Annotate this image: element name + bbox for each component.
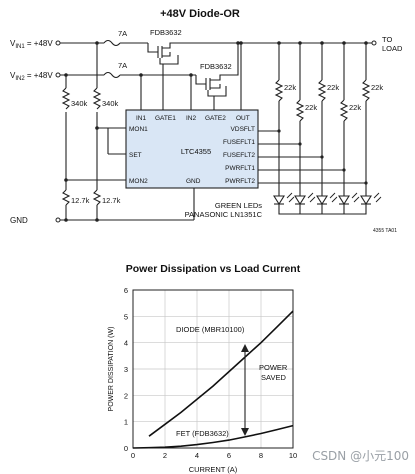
y-tick-label: 4 — [124, 339, 128, 348]
watermark: CSDN @小元100 — [312, 449, 409, 463]
chart-series — [132, 310, 294, 449]
annotation-saved: SAVED — [261, 373, 286, 382]
chart-ticks: 0 2 4 6 8 10 0 1 2 3 4 5 6 — [124, 286, 297, 460]
y-tick-label: 3 — [124, 365, 128, 374]
fuse-1 — [103, 39, 121, 47]
power-saved-arrow — [241, 344, 249, 436]
pullup-network — [258, 41, 371, 184]
chip-pin-pwrflt1: PWRFLT1 — [225, 165, 255, 172]
ltc4355-chip — [125, 109, 259, 189]
y-tick-label: 5 — [124, 312, 128, 321]
chip-pin-fuseflt1: FUSEFLT1 — [223, 139, 255, 146]
fuse-1-label: 7A — [118, 29, 127, 38]
fet-2-label: FDB3632 — [200, 62, 232, 71]
annotation-power: POWER — [259, 363, 288, 372]
gnd-label: GND — [10, 216, 28, 225]
chip-pin-out: OUT — [236, 115, 250, 122]
resistor-127k-a — [61, 189, 71, 206]
chip-name: LTC4355 — [181, 147, 211, 156]
chart-title: Power Dissipation vs Load Current — [126, 263, 301, 275]
pullup-2-label: 22k — [305, 103, 317, 112]
fuse-2 — [103, 71, 121, 79]
resistor-340k-b — [92, 87, 102, 110]
power-dissipation-chart: Power Dissipation vs Load Current 0 2 4 6 8 1… — [108, 263, 301, 474]
x-tick-label: 4 — [195, 451, 199, 460]
chip-pin-pwrflt2: PWRFLT2 — [225, 178, 255, 185]
schematic-title: +48V Diode-OR — [160, 8, 240, 20]
vin2-label: VIN2 = +48V — [10, 71, 53, 82]
figure-code: 4355 TA01 — [373, 228, 397, 234]
mosfet-2 — [195, 74, 228, 97]
y-tick-label: 1 — [124, 418, 128, 427]
led-array — [273, 129, 382, 215]
resistor-340k-a — [61, 87, 71, 110]
y-tick-label: 0 — [124, 444, 128, 453]
pullup-1-label: 22k — [284, 83, 296, 92]
series-line-diode — [148, 310, 294, 437]
resistor-340k-b-label: 340k — [102, 99, 119, 108]
chip-pin-fuseflt2: FUSEFLT2 — [223, 152, 255, 159]
led-label-1: GREEN LEDs — [215, 201, 262, 210]
diode-or-schematic: +48V Diode-OR VIN1 = +48V 7A FDB3632 TO … — [10, 8, 403, 234]
vin1-label: VIN1 = +48V — [10, 39, 53, 50]
vin2-terminal — [55, 72, 61, 78]
resistor-340k-a-label: 340k — [71, 99, 88, 108]
vin1-terminal — [55, 40, 61, 46]
series-line-fet — [132, 424, 294, 449]
x-tick-label: 6 — [227, 451, 231, 460]
series-label-fet: FET (FDB3632) — [176, 429, 229, 438]
chip-pin-in2: IN2 — [186, 115, 197, 122]
to-load-label-1: TO — [382, 35, 392, 44]
chip-pin-mon1: MON1 — [129, 126, 148, 133]
y-axis-label: POWER DISSIPATION (W) — [108, 327, 115, 412]
chip-pin-gate2: GATE2 — [205, 115, 226, 122]
x-tick-label: 10 — [289, 451, 297, 460]
resistor-127k-b-label: 12.7k — [102, 196, 121, 205]
y-tick-label: 6 — [124, 286, 128, 295]
fuse-2-label: 7A — [118, 61, 127, 70]
gnd-terminal — [55, 217, 61, 223]
plot-frame — [132, 289, 294, 449]
resistor-127k-a-label: 12.7k — [71, 196, 90, 205]
x-axis-label: CURRENT (A) — [189, 465, 238, 474]
chip-pin-set: SET — [129, 152, 142, 159]
to-load-label-2: LOAD — [382, 44, 403, 53]
y-tick-label: 2 — [124, 391, 128, 400]
x-tick-label: 0 — [131, 451, 135, 460]
to-load-terminal — [371, 40, 377, 46]
chip-pin-gnd: GND — [186, 178, 201, 185]
pullup-4-label: 22k — [349, 103, 361, 112]
led-label-2: PANASONIC LN1351C — [185, 210, 263, 219]
series-label-diode: DIODE (MBR10100) — [176, 325, 245, 334]
pullup-5-label: 22k — [371, 83, 383, 92]
resistor-127k-b — [92, 189, 102, 206]
fet-1-label: FDB3632 — [150, 28, 182, 37]
pullup-3-label: 22k — [327, 83, 339, 92]
x-tick-label: 2 — [163, 451, 167, 460]
chip-pin-gate1: GATE1 — [155, 115, 176, 122]
x-tick-label: 8 — [259, 451, 263, 460]
chip-pin-mon2: MON2 — [129, 178, 148, 185]
chip-pin-vdsflt: VDSFLT — [231, 126, 255, 133]
mosfet-1 — [147, 42, 180, 65]
chip-pin-in1: IN1 — [136, 115, 147, 122]
